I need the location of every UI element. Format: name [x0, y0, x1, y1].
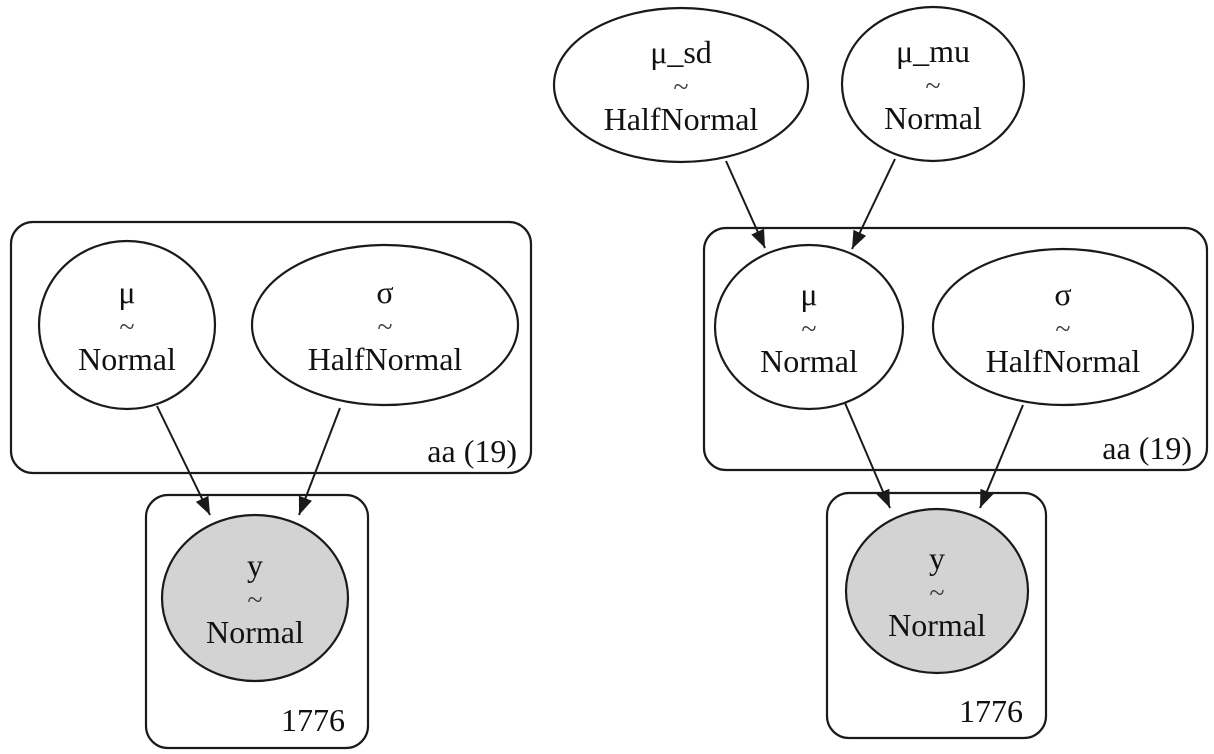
- left-node-sigma-dist: HalfNormal: [308, 341, 463, 377]
- left-node-mu-dist: Normal: [78, 341, 176, 377]
- right-model-graph: aa (19) 1776 μ_sd ~ HalfNormal μ_mu ~ No…: [552, 5, 1209, 740]
- right-node-mu-tilde: ~: [801, 314, 816, 345]
- left-node-y-ellipse: [160, 513, 350, 683]
- right-plate-aa: [702, 226, 1209, 472]
- left-edge-sigma-to-y: [298, 407, 341, 516]
- left-model-graph: aa (19) 1776 μ ~ Normal σ ~ HalfNormal y…: [9, 220, 533, 750]
- right-node-mu-sd: μ_sd ~ HalfNormal: [552, 6, 810, 164]
- right-node-mu-mu-tilde: ~: [925, 71, 940, 102]
- right-node-sigma-tilde: ~: [1055, 314, 1070, 345]
- left-node-y-tilde: ~: [247, 585, 262, 616]
- right-node-mu-mu: μ_mu ~ Normal: [840, 5, 1026, 163]
- left-node-mu-ellipse: [37, 239, 217, 411]
- left-node-y-dist: Normal: [206, 614, 304, 650]
- right-edge-sigma-to-y: [979, 404, 1024, 509]
- right-node-mu-mu-ellipse: [840, 5, 1026, 163]
- right-node-mu-sd-dist: HalfNormal: [604, 101, 759, 137]
- right-node-mu-mu-dist: Normal: [884, 100, 982, 136]
- left-node-sigma-ellipse: [250, 243, 520, 407]
- right-node-y-ellipse: [844, 507, 1030, 675]
- left-node-mu: μ ~ Normal: [37, 239, 217, 411]
- left-plate-obs-label: 1776: [281, 702, 345, 738]
- right-node-mu-sd-ellipse: [552, 6, 810, 164]
- right-node-mu-ellipse: [713, 243, 905, 411]
- right-edge-musd-to-mu: [725, 160, 766, 249]
- right-node-y-dist: Normal: [888, 607, 986, 643]
- left-node-sigma-tilde: ~: [377, 312, 392, 343]
- right-node-sigma-name: σ: [1054, 276, 1071, 312]
- right-node-mu-sd-tilde: ~: [673, 72, 688, 103]
- right-edge-mu-to-y: [844, 402, 891, 509]
- left-plate-aa-label: aa (19): [427, 433, 517, 469]
- right-node-y-name: y: [929, 540, 945, 576]
- left-node-sigma-name: σ: [376, 274, 393, 310]
- right-node-mu: μ ~ Normal: [713, 243, 905, 411]
- left-node-mu-name: μ: [118, 274, 135, 310]
- right-node-sigma: σ ~ HalfNormal: [931, 247, 1195, 407]
- right-node-sigma-ellipse: [931, 247, 1195, 407]
- right-plate-obs: [825, 491, 1048, 740]
- right-plate-obs-label: 1776: [959, 693, 1023, 729]
- left-edge-mu-to-y: [156, 405, 211, 516]
- right-node-mu-mu-name: μ_mu: [896, 33, 970, 69]
- left-node-sigma: σ ~ HalfNormal: [250, 243, 520, 407]
- left-node-y-observed: y ~ Normal: [160, 513, 350, 683]
- left-node-mu-tilde: ~: [119, 312, 134, 343]
- left-node-y-name: y: [247, 547, 263, 583]
- right-node-mu-sd-name: μ_sd: [650, 34, 712, 70]
- right-node-mu-name: μ: [800, 276, 817, 312]
- right-edge-mumu-to-mu: [851, 158, 896, 250]
- right-node-y-observed: y ~ Normal: [844, 507, 1030, 675]
- right-plate-aa-label: aa (19): [1102, 430, 1192, 466]
- right-node-mu-dist: Normal: [760, 343, 858, 379]
- right-node-sigma-dist: HalfNormal: [986, 343, 1141, 379]
- right-node-y-tilde: ~: [929, 578, 944, 609]
- left-plate-obs: [144, 493, 370, 750]
- left-plate-aa: [9, 220, 533, 475]
